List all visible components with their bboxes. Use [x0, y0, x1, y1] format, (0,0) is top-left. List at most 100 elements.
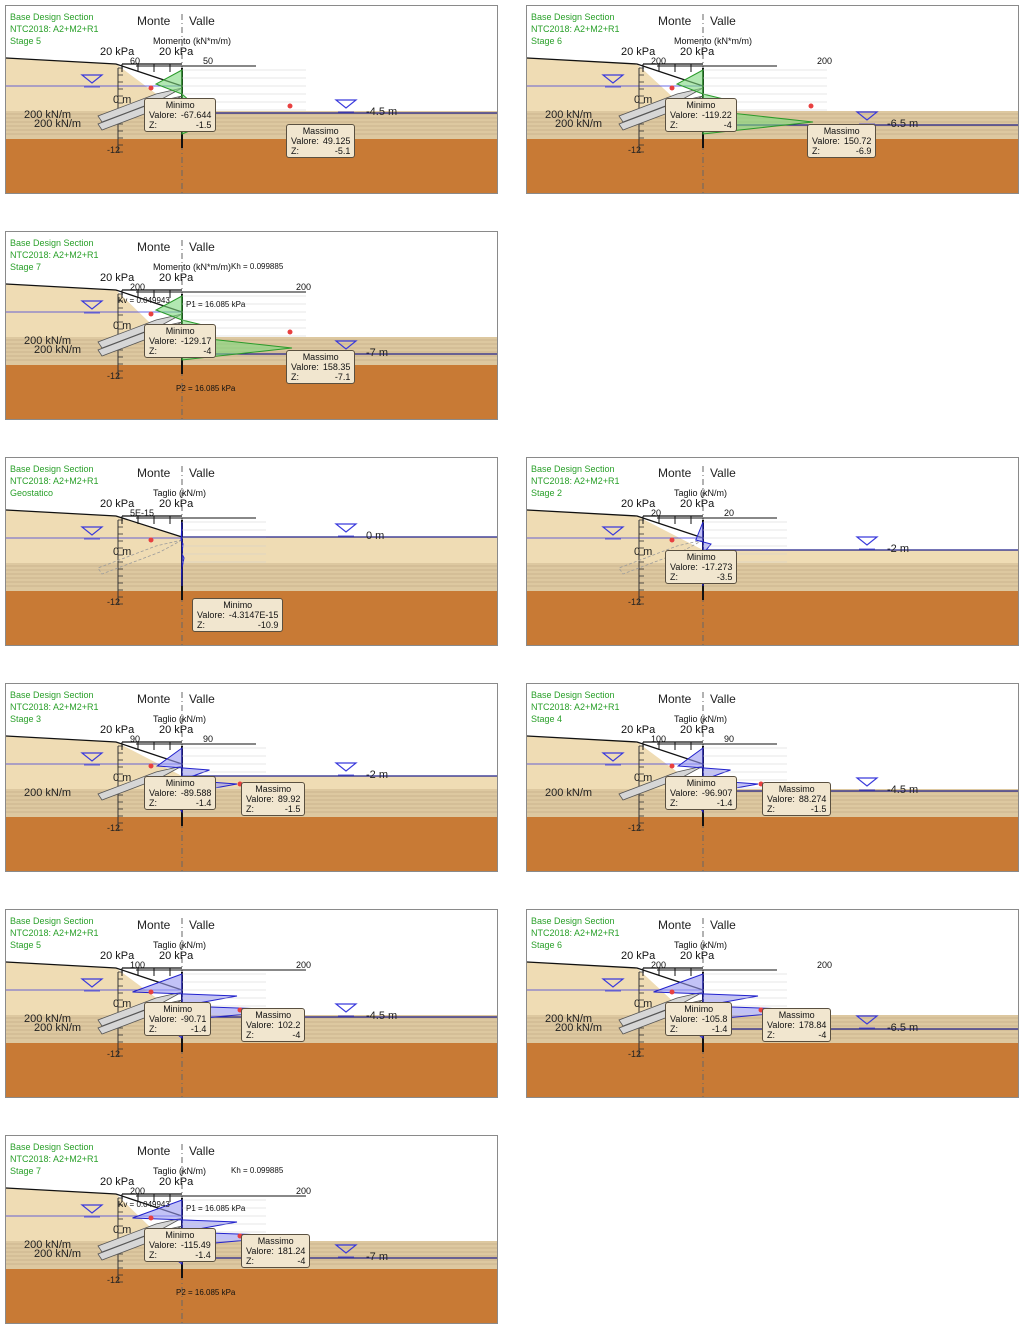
surcharge-upstream: 20 kPa [621, 46, 656, 58]
kh-label: Kh = 0.099885 [231, 1166, 284, 1175]
section-drawing [6, 14, 497, 193]
bottom-depth-label: -12 [107, 597, 121, 607]
min-callout-title: Minimo [163, 1004, 193, 1014]
bottom-depth-label: -12 [107, 1049, 121, 1059]
z-label: Z: [767, 1030, 775, 1040]
min-z: -1.4 [190, 1024, 207, 1034]
soil-layer-bottom [6, 139, 497, 193]
header-code: NTC2018: A2+M2+R1 [10, 928, 99, 938]
min-value: -89.588 [180, 788, 212, 798]
water-marker-upstream [80, 1204, 104, 1214]
surcharge-upstream: 20 kPa [100, 950, 135, 962]
min-z: -10.9 [257, 620, 279, 630]
max-z: -4 [818, 1030, 827, 1040]
water-marker-downstream [855, 111, 879, 121]
header-code: NTC2018: A2+M2+R1 [531, 928, 620, 938]
surcharge-upstream: 20 kPa [100, 1176, 135, 1188]
value-label: Valore: [767, 1020, 795, 1030]
monte-label: Monte [658, 14, 692, 28]
header-code: NTC2018: A2+M2+R1 [10, 250, 99, 260]
water-marker-upstream [601, 74, 625, 84]
max-callout-title: Massimo [255, 1010, 292, 1020]
valle-label: Valle [189, 466, 215, 480]
axis-left-value: 5E-15 [130, 508, 155, 518]
value-label: Valore: [291, 136, 319, 146]
min-z: -4 [723, 120, 732, 130]
monte-label: Monte [137, 466, 171, 480]
max-value: 88.274 [798, 794, 827, 804]
max-z: -4 [292, 1030, 301, 1040]
section-drawing [527, 918, 1018, 1097]
header-code: NTC2018: A2+M2+R1 [531, 476, 620, 486]
min-value: -96.907 [701, 788, 733, 798]
axis-right-value: 200 [817, 56, 833, 66]
excavation-level-label: -4.5 m [366, 1010, 398, 1022]
anchor-force-label: 200 kN/m [24, 1013, 72, 1025]
ground-line-upstream [6, 509, 183, 538]
max-z: -6.9 [855, 146, 872, 156]
max-marker [287, 103, 293, 109]
min-callout-title: Minimo [165, 778, 195, 788]
z-label: Z: [197, 620, 205, 630]
zero-level-label: 0 m [113, 320, 132, 332]
max-callout-title: Massimo [778, 784, 815, 794]
water-marker-downstream [334, 340, 358, 350]
min-callout-title: Minimo [686, 100, 716, 110]
section-drawing [527, 14, 1018, 193]
axis-right-value: 90 [203, 734, 214, 744]
anchor-ghost [97, 539, 183, 575]
value-label: Valore: [670, 110, 698, 120]
soil-layer-bottom [6, 365, 497, 419]
max-value: 181.24 [277, 1246, 306, 1256]
water-marker-upstream [80, 752, 104, 762]
header-code: NTC2018: A2+M2+R1 [531, 24, 620, 34]
soil-layer-bottom [527, 817, 1018, 871]
min-callout-title: Minimo [165, 100, 195, 110]
surcharge-downstream: 20 kPa [159, 46, 194, 58]
max-value: 158.35 [322, 362, 351, 372]
diagram-title: Momento (kN*m/m) [153, 262, 232, 272]
surcharge-downstream: 20 kPa [159, 724, 194, 736]
p1-label: P1 = 16.085 kPa [186, 300, 246, 309]
min-value: -105.8 [701, 1014, 728, 1024]
max-value: 49.125 [322, 136, 351, 146]
z-label: Z: [812, 146, 820, 156]
bottom-depth-label: -12 [628, 1049, 642, 1059]
header-stage: Stage 6 [531, 36, 563, 46]
monte-label: Monte [658, 918, 692, 932]
min-value: -90.71 [180, 1014, 207, 1024]
bottom-depth-label: -12 [628, 823, 642, 833]
axis-left-value: 90 [130, 734, 141, 744]
header-section-name: Base Design Section [531, 12, 615, 22]
diagram-title: Taglio (kN/m) [674, 940, 728, 950]
water-marker-downstream [855, 777, 879, 787]
z-label: Z: [246, 1256, 254, 1266]
min-z: -1.4 [195, 1250, 211, 1260]
water-marker-upstream [80, 74, 104, 84]
axis-right-value: 200 [296, 282, 312, 292]
min-marker [669, 989, 675, 995]
surcharge-downstream: 20 kPa [159, 1176, 194, 1188]
min-marker [148, 989, 154, 995]
header-stage: Stage 5 [10, 36, 42, 46]
axis-right-value: 90 [724, 734, 735, 744]
header-section-name: Base Design Section [531, 464, 615, 474]
z-label: Z: [670, 120, 678, 130]
max-callout-title: Massimo [255, 784, 292, 794]
